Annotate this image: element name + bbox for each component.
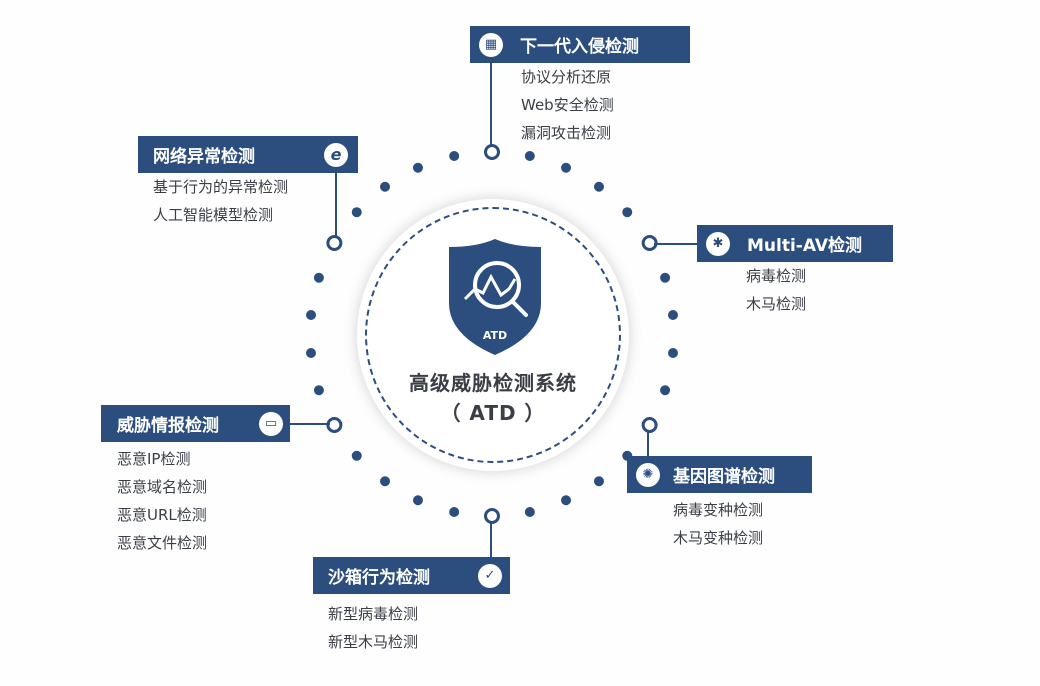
- list-item: 病毒检测: [746, 267, 807, 285]
- ring-dot: [449, 150, 460, 161]
- list-item: 漏洞攻击检测: [521, 124, 612, 142]
- list-item: 恶意IP检测: [117, 450, 191, 468]
- module-items: 病毒检测 木马检测: [746, 262, 806, 318]
- center-subtitle: （ ATD ）: [440, 401, 546, 425]
- list-item: 恶意URL检测: [117, 506, 207, 524]
- list-item: 新型木马检测: [328, 633, 419, 651]
- list-item: Web安全检测: [521, 96, 614, 114]
- ring-dot: [449, 507, 460, 518]
- ring-dot: [412, 162, 423, 173]
- ring-dot: [524, 150, 535, 161]
- center-title: 高级威胁检测系统: [409, 371, 577, 395]
- connector: [654, 243, 714, 245]
- logo-text: ATD: [483, 329, 507, 342]
- module-items: 基于行为的异常检测 人工智能模型检测: [153, 173, 288, 229]
- module-title: 基因图谱检测: [673, 467, 775, 487]
- firewall-icon: ▦: [479, 32, 503, 57]
- ring-dot: [380, 181, 391, 192]
- module-items: 恶意IP检测 恶意域名检测 恶意URL检测 恶意文件检测: [117, 445, 207, 557]
- monitor-icon: ▭: [259, 411, 283, 436]
- module-network-anomaly: 网络异常检测 e: [138, 136, 358, 173]
- bug-icon: ✱: [706, 231, 730, 256]
- ring-dot: [380, 476, 391, 487]
- connector-node: [326, 417, 343, 433]
- ring-dot: [593, 476, 604, 487]
- list-item: 木马检测: [746, 295, 807, 313]
- connector: [335, 155, 337, 237]
- atd-shield-logo: ATD: [449, 239, 541, 355]
- dashed-border: [365, 207, 621, 463]
- connector-node: [326, 235, 343, 251]
- ring-dot: [313, 272, 324, 283]
- connector: [490, 45, 492, 145]
- module-title: 网络异常检测: [153, 147, 255, 167]
- list-item: 木马变种检测: [673, 529, 764, 547]
- ring-dot: [561, 495, 572, 506]
- ring-dot: [351, 450, 362, 461]
- connector-node: [484, 144, 500, 160]
- module-title: Multi-AV检测: [747, 236, 863, 256]
- module-multi-av: ✱ Multi-AV检测: [697, 225, 893, 262]
- connector-node: [641, 417, 658, 433]
- list-item: 病毒变种检测: [673, 501, 764, 519]
- list-item: 协议分析还原: [521, 68, 612, 86]
- sandbox-icon: ✓: [478, 563, 502, 588]
- module-threat-intel: 威胁情报检测 ▭: [101, 405, 290, 442]
- ring-dot: [660, 385, 671, 396]
- module-intrusion-detection: ▦ 下一代入侵检测: [470, 26, 690, 63]
- connector: [490, 522, 492, 576]
- module-title: 威胁情报检测: [117, 416, 219, 436]
- browser-e-icon: e: [324, 142, 348, 167]
- ring-dot: [351, 207, 362, 218]
- list-item: 人工智能模型检测: [153, 206, 274, 224]
- module-items: 协议分析还原 Web安全检测 漏洞攻击检测: [521, 63, 614, 147]
- ring-dot: [660, 272, 671, 283]
- ring-dot: [668, 309, 679, 320]
- ring-dot: [524, 507, 535, 518]
- connector-node: [484, 508, 500, 524]
- ring-dot: [313, 385, 324, 396]
- module-sandbox: 沙箱行为检测 ✓: [313, 557, 510, 594]
- module-title: 沙箱行为检测: [328, 568, 430, 588]
- atd-center-circle: ATD 高级威胁检测系统 （ ATD ）: [357, 199, 629, 471]
- list-item: 恶意文件检测: [117, 534, 208, 552]
- list-item: 新型病毒检测: [328, 605, 419, 623]
- list-item: 恶意域名检测: [117, 478, 208, 496]
- ring-dot: [305, 309, 316, 320]
- ring-dot: [622, 207, 633, 218]
- virus-icon: ✺: [636, 462, 660, 487]
- connector: [272, 423, 330, 425]
- module-items: 病毒变种检测 木马变种检测: [673, 496, 763, 552]
- module-gene-map: ✺ 基因图谱检测: [627, 456, 812, 493]
- module-title: 下一代入侵检测: [520, 37, 639, 57]
- module-items: 新型病毒检测 新型木马检测: [328, 600, 418, 656]
- ring-dot: [561, 162, 572, 173]
- ring-dot: [593, 181, 604, 192]
- ring-dot: [412, 495, 423, 506]
- list-item: 基于行为的异常检测: [153, 178, 289, 196]
- ring-dot: [668, 348, 679, 359]
- connector: [647, 430, 649, 474]
- ring-dot: [305, 348, 316, 359]
